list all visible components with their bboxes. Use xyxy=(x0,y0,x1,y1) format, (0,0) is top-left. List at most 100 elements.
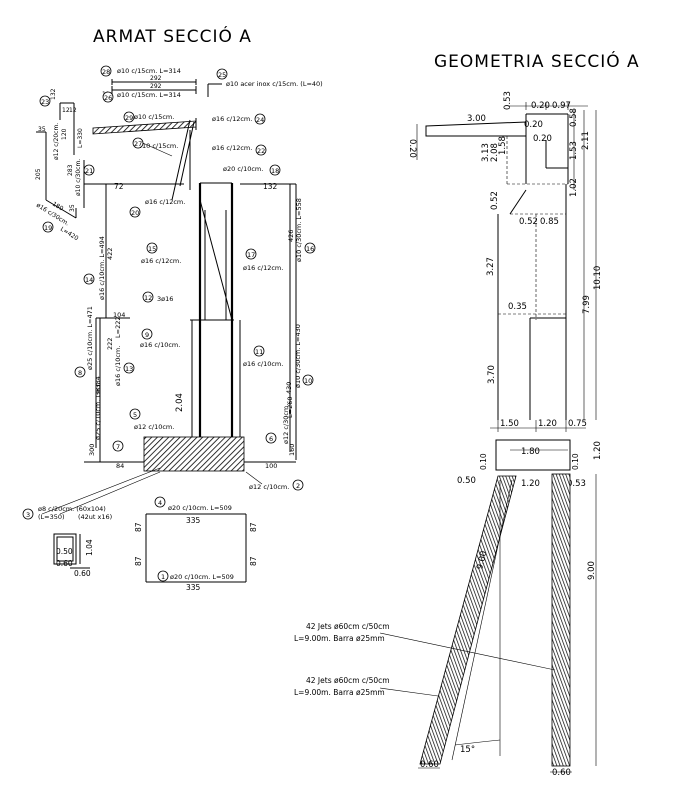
dim-g053: 0.53 xyxy=(503,91,513,110)
label-b7-a: ø25 c/10cm. L=384 xyxy=(94,376,102,440)
label-b12: 3ø16 xyxy=(157,295,173,303)
svg-text:9: 9 xyxy=(145,331,149,339)
label-b9: ø16 c/10cm. xyxy=(140,341,180,349)
label-b13-b: L=222 xyxy=(114,317,122,338)
label-b28: ø10 c/15cm. L=314 xyxy=(117,67,181,75)
callout-28: 28 xyxy=(100,65,112,77)
callout-27: 27 xyxy=(132,137,144,149)
label-d87c: 87 xyxy=(134,556,143,566)
label-b26-len: 292 xyxy=(150,83,162,90)
callout-1: 1 xyxy=(157,570,169,582)
label-b29: ø10 c/15cm. xyxy=(134,113,174,121)
svg-text:21: 21 xyxy=(85,167,93,175)
callout-22: 22 xyxy=(255,144,267,156)
label-b8-a: 387 xyxy=(94,384,102,396)
callout-6: 6 xyxy=(265,432,277,444)
label-d335a: 335 xyxy=(186,516,201,525)
callout-29: 29 xyxy=(123,111,135,123)
label-d335b: 335 xyxy=(186,583,201,592)
dim-g211: 2.11 xyxy=(581,131,591,150)
callout-23: 23 xyxy=(39,95,51,107)
svg-text:19: 19 xyxy=(44,224,52,232)
label-d87a: 87 xyxy=(134,522,143,532)
label-b4: ø20 c/10cm. L=509 xyxy=(168,504,232,512)
dim-g300: 3.00 xyxy=(467,114,486,124)
dim-g097: 0.97 xyxy=(552,101,571,111)
dim-g020b: 0.20 xyxy=(524,120,543,130)
svg-text:27: 27 xyxy=(134,140,142,148)
label-b19-e: 35 xyxy=(69,204,76,212)
label-b5: ø12 c/10cm. xyxy=(134,423,174,431)
svg-text:15: 15 xyxy=(148,245,156,253)
label-b18: ø20 c/10cm. xyxy=(223,165,263,173)
dim-g208: 2.08 xyxy=(490,143,500,162)
svg-text:14: 14 xyxy=(85,276,93,284)
svg-text:11: 11 xyxy=(255,348,263,356)
dim-g799: 7.99 xyxy=(582,295,592,314)
callout-15: 15 xyxy=(146,242,158,254)
label-b23-f: 120 xyxy=(61,128,68,140)
dim-g370: 3.70 xyxy=(487,365,497,384)
label-b3-a: ø8 c/20cm. (60x104) xyxy=(38,505,106,513)
label-b6-c: 160 xyxy=(288,444,296,456)
dim-g010a: 0.10 xyxy=(479,453,488,470)
callout-18: 18 xyxy=(269,164,281,176)
label-b14-b: ø16 c/10cm. L=494 xyxy=(98,236,106,300)
callout-21: 21 xyxy=(83,164,95,176)
reinforcement-drawing: 292 292 ø10 c/15cm. L=314 ø10 c/15cm. L=… xyxy=(35,67,323,592)
label-b6-b: ø12 c/30cm. xyxy=(282,404,290,444)
dim-g060a: 0.60 xyxy=(420,760,439,770)
label-d050: 0.50 xyxy=(56,547,73,556)
callout-11: 11 xyxy=(253,345,265,357)
label-d104: 104 xyxy=(113,311,125,319)
label-b3-c: (42ut x16) xyxy=(78,513,112,521)
label-b28-len: 292 xyxy=(150,75,162,82)
callout-12: 12 xyxy=(142,291,154,303)
dim-g020c: 0.20 xyxy=(533,134,552,144)
label-b13-c: ø16 c/10cm. xyxy=(114,346,122,386)
callout-20: 20 xyxy=(129,206,141,218)
callout-10: 10 xyxy=(302,374,314,386)
svg-text:3: 3 xyxy=(26,511,30,519)
label-b26: ø10 c/15cm. L=314 xyxy=(117,91,181,99)
dim-g085: 0.85 xyxy=(540,217,559,227)
label-b10-a: ø10 c/30cm. L=430 xyxy=(294,324,302,388)
dim-g075: 0.75 xyxy=(568,419,587,429)
label-d84: 84 xyxy=(116,462,124,470)
callout-26: 26 xyxy=(102,91,114,103)
label-b23-c: 12 xyxy=(69,107,77,114)
label-d87b: 87 xyxy=(249,522,258,532)
svg-text:26: 26 xyxy=(104,94,112,102)
dim-g120c: 1.20 xyxy=(521,479,540,489)
label-b3-b: (L=350) xyxy=(38,513,65,521)
label-d060b: 0.60 xyxy=(74,569,91,578)
svg-text:12: 12 xyxy=(144,294,152,302)
label-d104b: 1.04 xyxy=(85,539,94,556)
svg-text:10: 10 xyxy=(304,377,312,385)
callout-19: 19 xyxy=(42,221,54,233)
callout-24: 24 xyxy=(254,113,266,125)
label-b17: ø16 c/12cm. xyxy=(243,264,283,272)
label-b1: ø20 c/10cm. L=509 xyxy=(170,573,234,581)
dim-g313: 3.13 xyxy=(481,143,491,162)
svg-text:18: 18 xyxy=(271,167,279,175)
right-title: GEOMETRIA SECCIÓ A xyxy=(434,50,640,72)
label-b19-b: 180 xyxy=(51,201,65,213)
note1-line1: 42 Jets ø60cm c/50cm xyxy=(306,622,390,631)
dim-g102: 1.02 xyxy=(569,178,579,197)
label-b25: ø10 acer inox c/15cm. (L=40) xyxy=(226,80,323,88)
svg-text:16: 16 xyxy=(306,245,314,253)
svg-text:7: 7 xyxy=(116,443,120,451)
svg-text:29: 29 xyxy=(125,114,133,122)
callout-13: 13 xyxy=(123,362,135,374)
svg-text:22: 22 xyxy=(257,147,265,155)
label-b16-b: ø10 c/30cm. L=558 xyxy=(295,198,303,262)
dim-g010b: 0.10 xyxy=(571,453,580,470)
label-b23-e: ø12 c/20cm. xyxy=(53,123,60,160)
dim-g180: 1.80 xyxy=(521,447,540,457)
callout-4: 4 xyxy=(154,496,166,508)
note2-line1: 42 Jets ø60cm c/50cm xyxy=(306,676,390,685)
svg-text:20: 20 xyxy=(131,209,139,217)
dim-g150: 1.50 xyxy=(500,419,519,429)
